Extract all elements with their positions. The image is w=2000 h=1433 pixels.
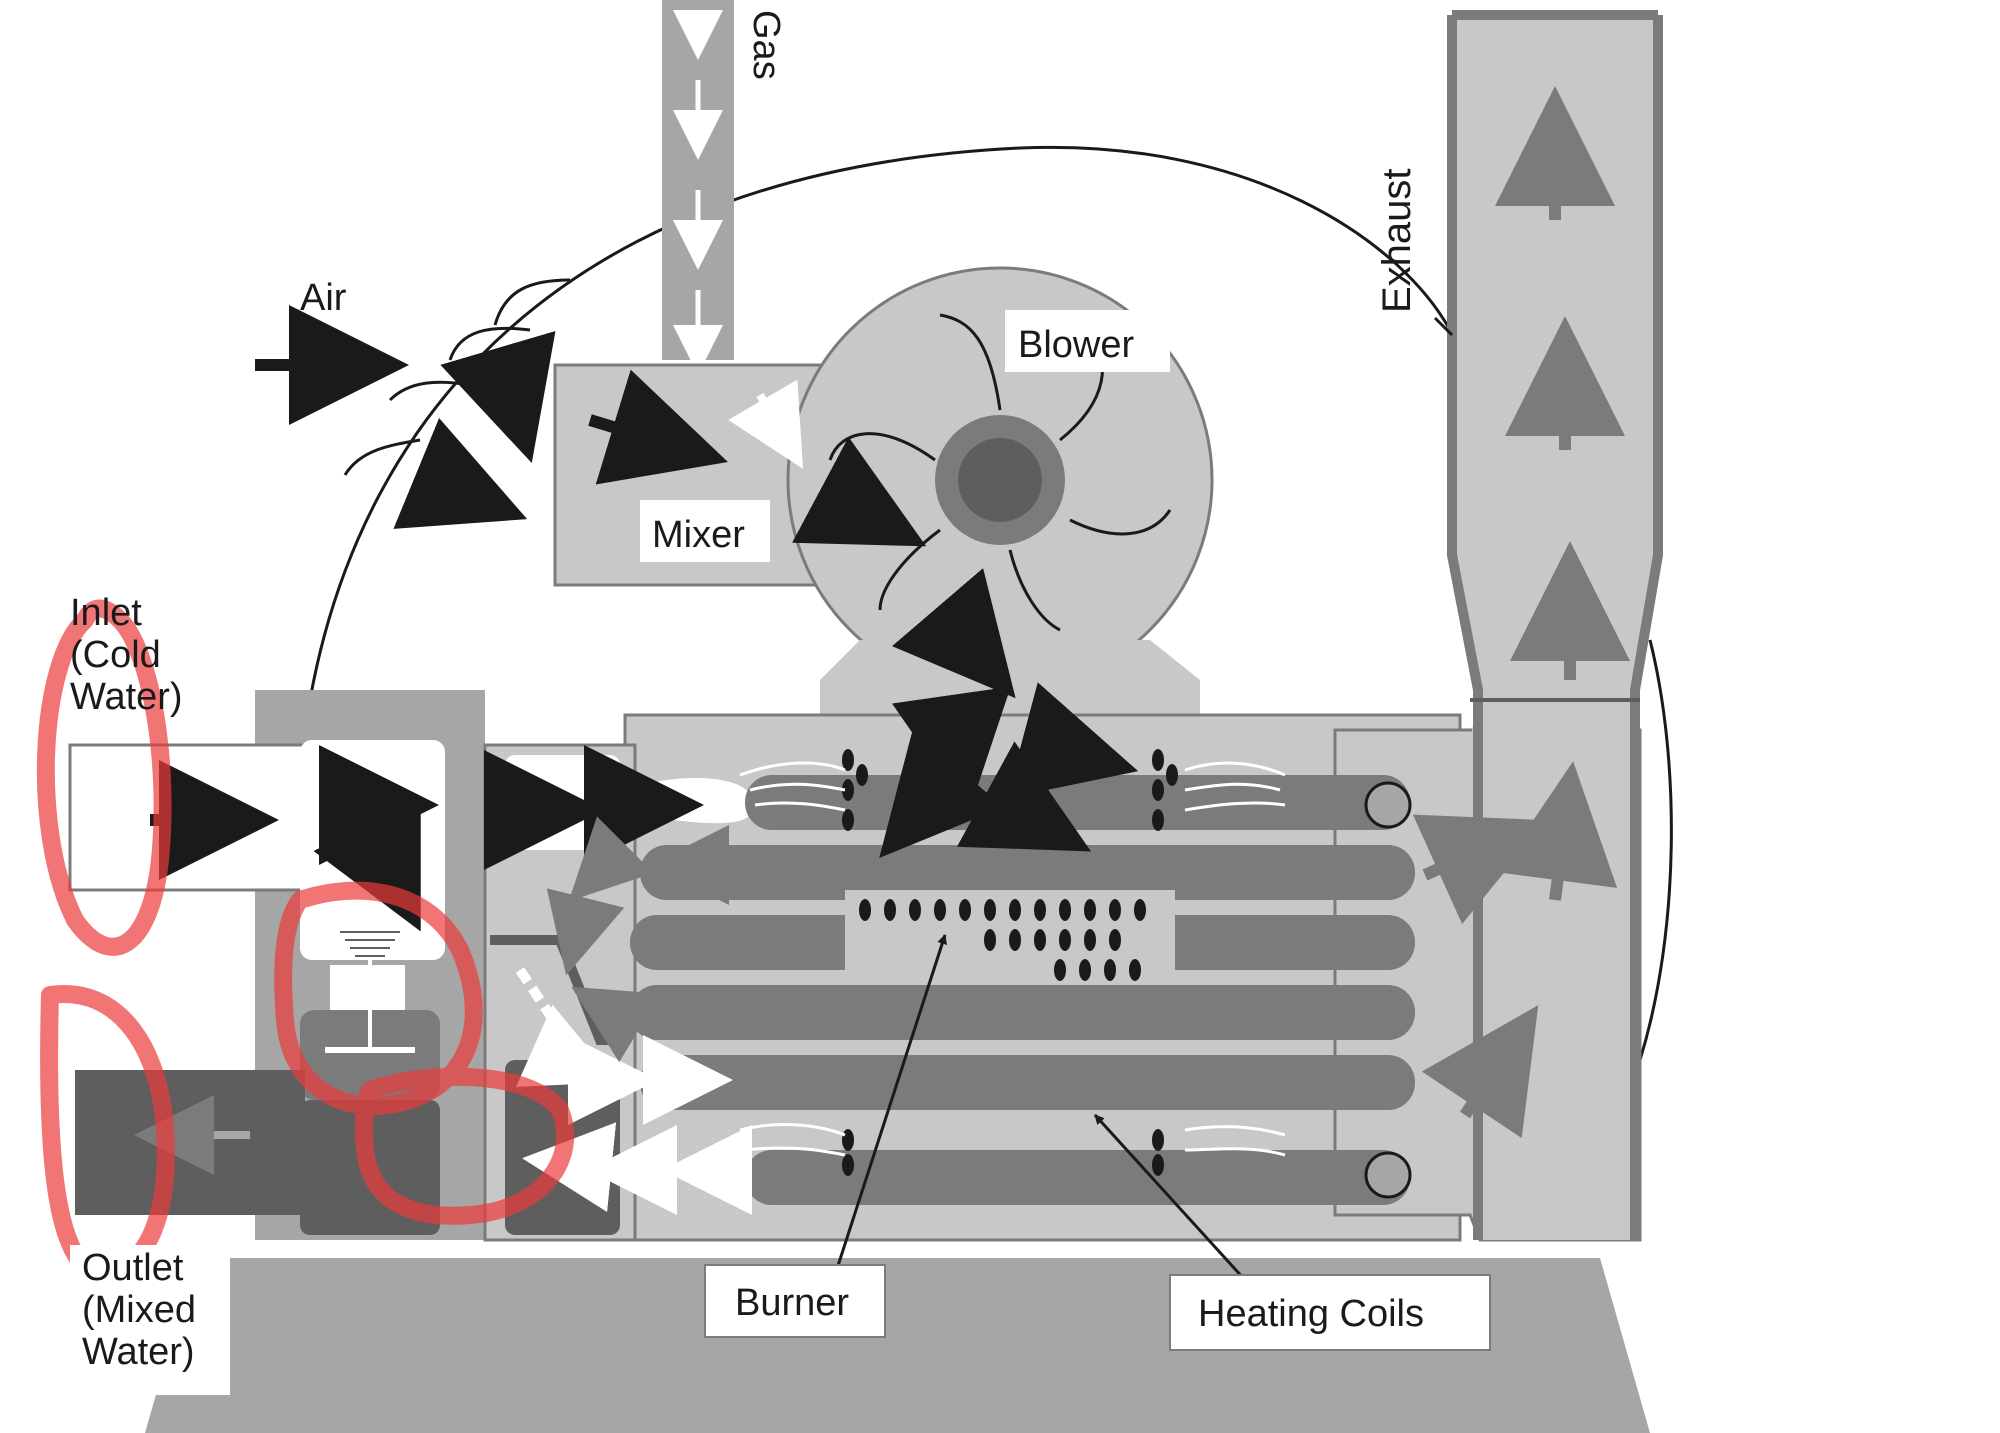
outlet-pipe [75,1070,305,1215]
outlet-label-box [70,1245,230,1395]
air-vent-louvers [343,278,571,476]
air-flow-arrows [255,305,1139,859]
inlet-label-line2: (Cold [70,634,161,676]
gas-into-mixer-arrow [728,379,804,469]
gas-label: Gas [745,10,787,80]
burner-flames [739,761,1286,1157]
blower-label-box [1005,310,1170,372]
mixer-label-box [640,500,770,562]
exhaust-flow-arrows [1412,86,1630,1139]
burner-ports [842,749,1178,1176]
burner-label: Burner [735,1282,849,1324]
red-circle-bypass-valve [354,1067,574,1225]
outlet-label-line1: Outlet [82,1247,184,1289]
outlet-label-line2: (Mixed [82,1289,196,1331]
air-label: Air [300,277,347,319]
inlet-label-line1: Inlet [70,592,142,634]
inlet-label-line3: Water) [70,676,183,718]
heating-coils-label-box [1169,1274,1491,1351]
mixing-valve-top [330,965,405,1015]
heating-coils-label: Heating Coils [1198,1293,1424,1335]
coil-end-top [1364,781,1412,829]
mixer-label: Mixer [652,514,745,556]
blower-label: Blower [1018,324,1134,366]
enclosure-outline [308,145,1452,701]
blower-center [958,438,1042,522]
red-circle-inlet [36,599,172,956]
outlet-label-line3: Water) [82,1331,195,1373]
hot-water-flow-arrows [515,1004,752,1215]
exhaust-label: Exhaust [1375,168,1419,313]
burner-leader [833,934,947,1276]
heating-coils-leader [1093,1113,1247,1282]
coil-end-bottom [1364,1151,1412,1199]
inlet-chamber [300,740,445,960]
red-circle-outlet [40,985,175,1285]
red-circle-mixing-valve [274,881,483,1116]
mixing-flow-arrows [546,816,729,1063]
red-annotation-circles [36,599,574,1285]
burner-label-box [704,1264,886,1338]
cold-water-manifold [505,755,620,850]
exhaust-leader [1433,316,1454,337]
